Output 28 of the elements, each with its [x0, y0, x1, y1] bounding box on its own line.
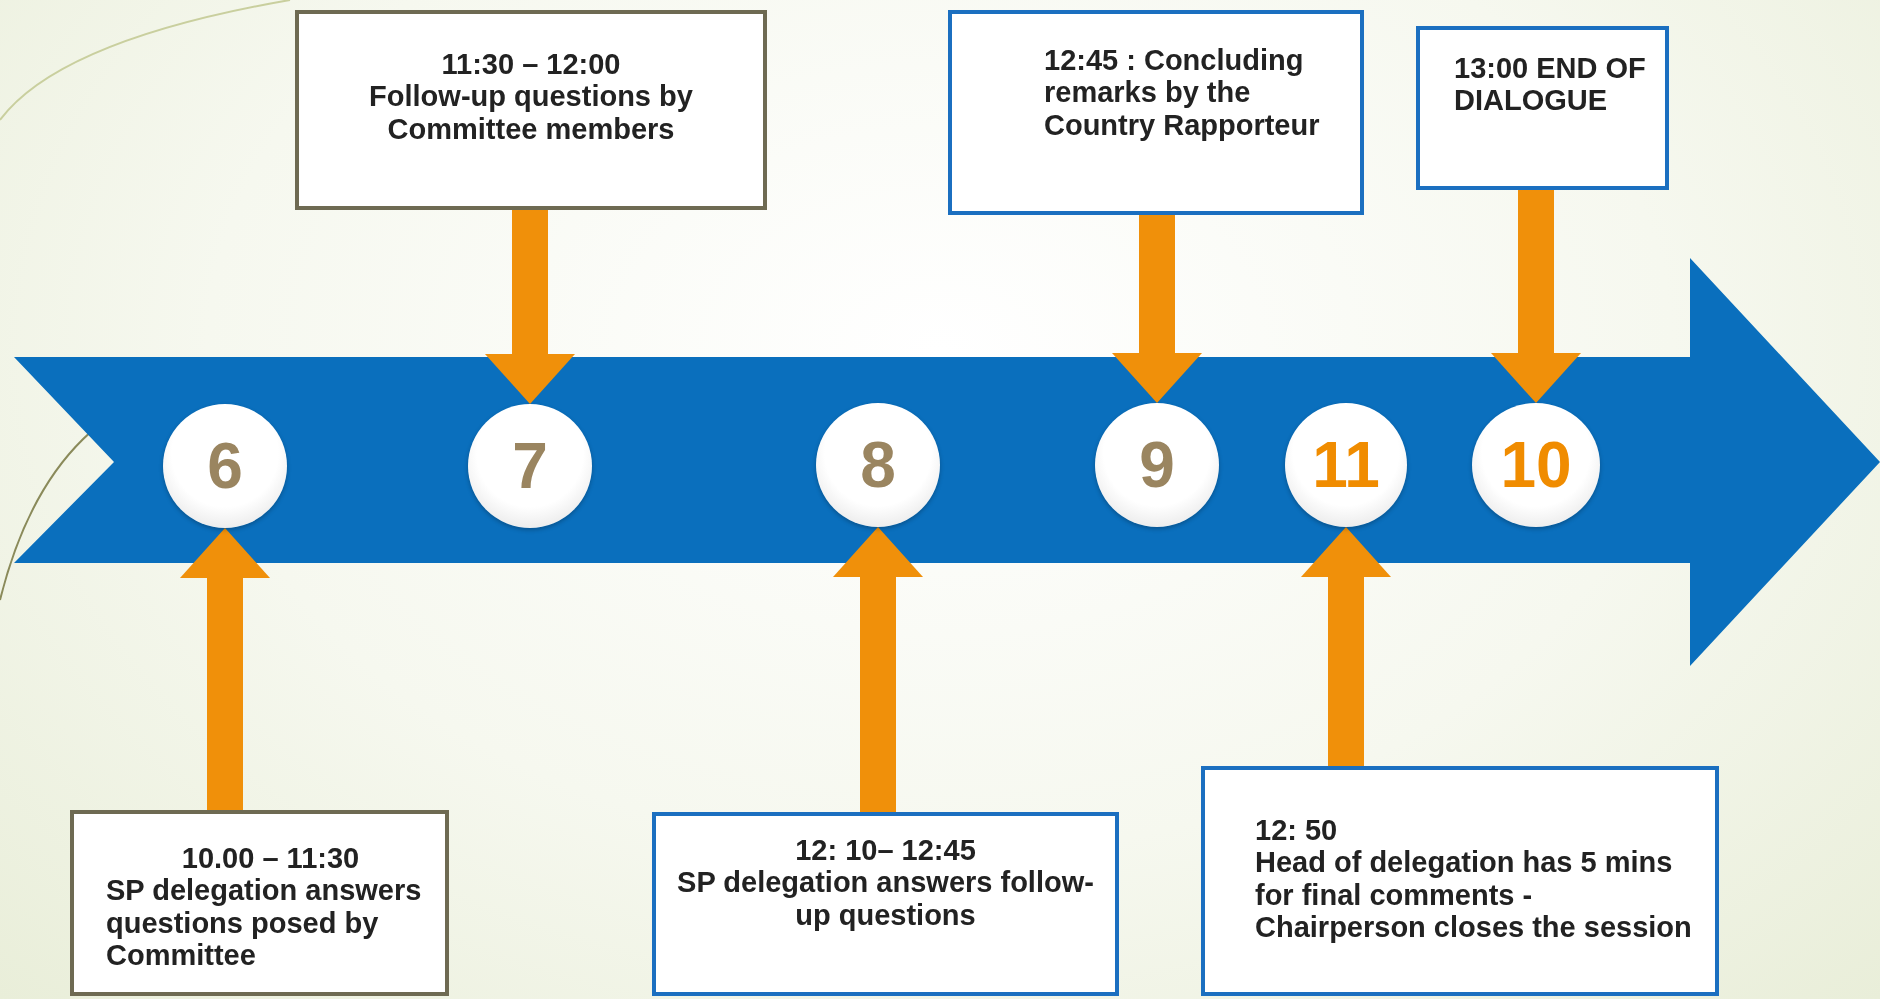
step-number: 8	[860, 433, 896, 497]
block-arrow	[833, 527, 923, 812]
timeline-box	[1201, 766, 1719, 996]
block-arrow	[1112, 215, 1202, 403]
block-arrow	[180, 528, 270, 810]
description-text: SP delegation answers follow-up questions	[676, 866, 1095, 932]
step-number: 6	[207, 434, 243, 498]
timeline-box	[1416, 26, 1669, 190]
description-text: SP delegation answers questions posed by Committee	[106, 874, 423, 972]
step-number: 10	[1500, 433, 1572, 497]
timeline-box	[652, 812, 1119, 996]
description-text: Head of delegation has 5 mins for final comments - Chairperson closes the session	[1255, 846, 1693, 944]
description-text: 12:45 : Concluding remarks by the Country Rapporteur	[1044, 44, 1321, 142]
time-label: 12: 50	[1255, 814, 1339, 847]
time-label: 11:30 – 12:00	[440, 48, 622, 81]
description-text: Follow-up questions by Committee members	[368, 80, 694, 146]
block-arrow	[1301, 527, 1391, 766]
step-number: 9	[1139, 433, 1175, 497]
time-label: 10.00 – 11:30	[180, 842, 361, 875]
step-number: 11	[1312, 433, 1380, 497]
block-arrow	[485, 210, 575, 404]
timeline-box	[70, 810, 449, 996]
timeline-box	[295, 10, 767, 210]
description-text: 13:00 END OF DIALOGUE	[1454, 52, 1647, 117]
timeline-box	[948, 10, 1364, 215]
block-arrow	[1491, 190, 1581, 403]
step-number: 7	[512, 434, 548, 498]
time-label: 12: 10– 12:45	[794, 834, 977, 867]
